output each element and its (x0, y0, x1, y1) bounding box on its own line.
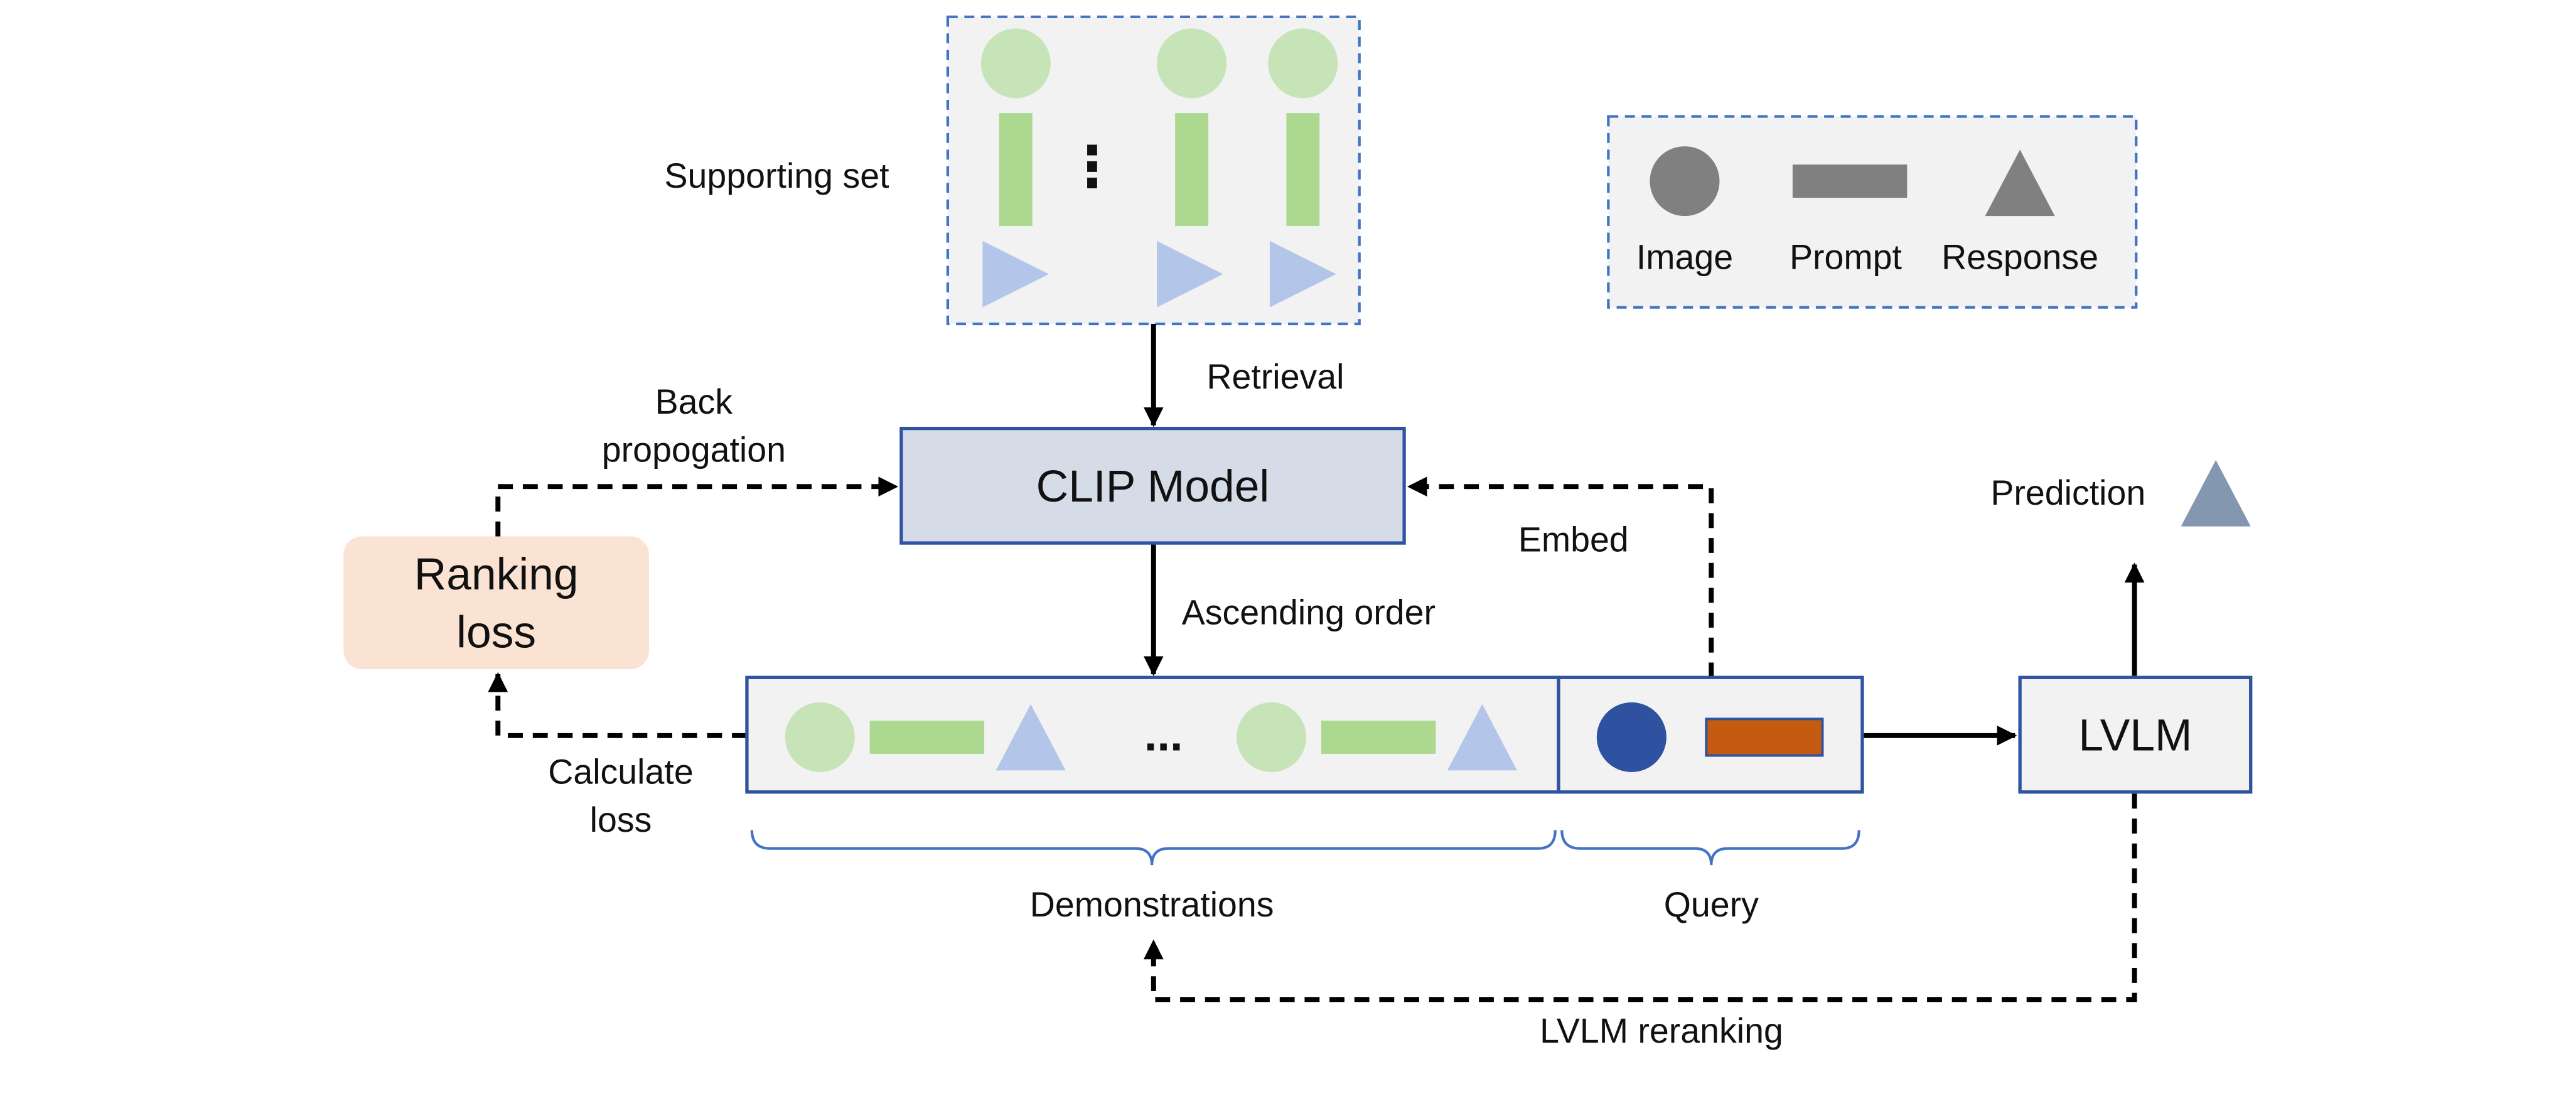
query-box (1557, 675, 1864, 794)
embed-label: Embed (1518, 520, 1629, 559)
response-triangle-icon (1157, 240, 1223, 308)
demonstrations-box: ... (745, 675, 1560, 794)
legend-image-circle-icon (1650, 146, 1720, 217)
image-circle-icon (1237, 702, 1307, 772)
query-label: Query (1664, 885, 1759, 924)
supporting-set-panel: ⋮ (946, 15, 1361, 326)
legend-response-label: Response (1941, 238, 2098, 277)
query-brace (1560, 830, 1860, 866)
prompt-rect-icon (1321, 721, 1436, 754)
response-triangle-icon (1447, 704, 1517, 771)
legend-prompt-rect-icon (1792, 164, 1908, 198)
ascending-order-label: Ascending order (1182, 593, 1436, 632)
demonstrations-ellipsis: ... (1144, 709, 1183, 761)
back-propagation-label-line1: Back (655, 382, 733, 421)
response-triangle-icon (1269, 240, 1336, 308)
response-triangle-icon (996, 704, 1066, 771)
calculate-loss-arrow (488, 672, 747, 738)
image-circle-icon (1268, 28, 1338, 99)
response-triangle-icon (982, 240, 1049, 308)
legend-panel: Image Prompt Response (1607, 115, 2138, 309)
prompt-rect-icon (869, 721, 985, 754)
lvlm-reranking-arrow (1143, 793, 2137, 1002)
legend-prompt-label: Prompt (1790, 238, 1902, 277)
legend-image-label: Image (1636, 238, 1733, 277)
clip-model-box: CLIP Model (899, 426, 1406, 545)
clip-model-label: CLIP Model (1036, 461, 1270, 512)
embed-arrow (1407, 476, 1714, 678)
lvlm-label: LVLM (2078, 711, 2192, 761)
prediction-triangle-icon (2181, 459, 2251, 527)
prompt-rect-icon (1175, 113, 1209, 226)
lvlm-box: LVLM (2018, 675, 2253, 794)
ranking-loss-label-line1: Ranking (414, 549, 579, 599)
lvlm-reranking-label: LVLM reranking (1540, 1011, 1783, 1050)
ranking-loss-label-line2: loss (456, 608, 536, 658)
legend-response-triangle-icon (1985, 149, 2055, 217)
demonstrations-label: Demonstrations (1030, 885, 1274, 924)
prediction-label: Prediction (1990, 473, 2145, 512)
image-circle-icon (1157, 28, 1227, 99)
back-propagation-label-line2: propogation (602, 430, 786, 469)
demonstrations-brace (750, 830, 1557, 866)
back-propagation-arrow (495, 476, 899, 537)
query-image-circle-icon (1596, 702, 1666, 772)
retrieval-label: Retrieval (1206, 357, 1344, 396)
image-circle-icon (980, 28, 1051, 99)
calculate-loss-label-line1: Calculate (548, 752, 693, 791)
supporting-set-label: Supporting set (665, 156, 890, 195)
supporting-set-ellipsis: ⋮ (1064, 136, 1120, 199)
ranking-loss-box: Ranking loss (343, 536, 649, 670)
query-prompt-rect-icon (1705, 717, 1824, 757)
image-circle-icon (785, 702, 855, 772)
prompt-rect-icon (999, 113, 1033, 226)
calculate-loss-label-line2: loss (590, 800, 652, 839)
prompt-rect-icon (1286, 113, 1320, 226)
